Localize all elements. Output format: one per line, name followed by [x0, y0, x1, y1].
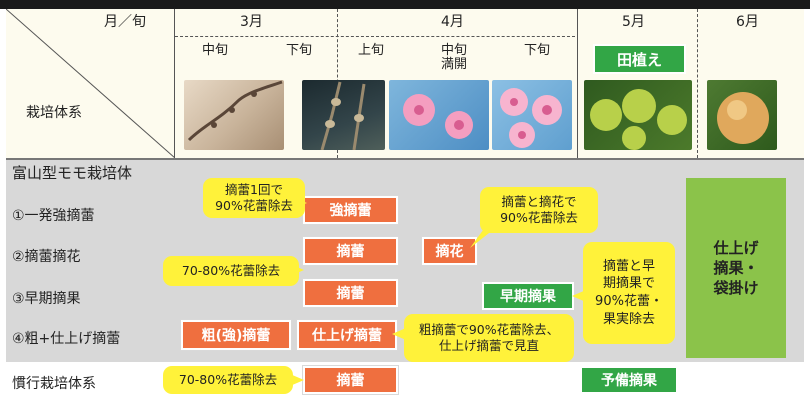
- top-rule: [0, 0, 810, 9]
- callout-70-80-conv-pointer: [290, 374, 304, 386]
- strong-disbud-box: 強摘蕾: [302, 195, 399, 225]
- rough-disbud-box: 粗(強)摘蕾: [180, 319, 292, 351]
- month-may: 5月: [622, 14, 645, 30]
- row-label-3: ③早期摘果: [12, 291, 81, 307]
- col-line-3: [577, 9, 578, 158]
- period-full-bloom: 満開: [441, 57, 468, 72]
- row-label-5: 慣行栽培体系: [12, 376, 96, 392]
- flower-thin-box: 摘花: [421, 236, 478, 266]
- month-april: 4月: [441, 14, 464, 30]
- final-thinning-bagging-label: 仕上げ 摘果・ 袋掛け: [713, 238, 759, 298]
- photo-young-fruit: [584, 80, 692, 150]
- row-label-1: ①一発強摘蕾: [12, 208, 95, 224]
- row-label-4: ④粗+仕上げ摘蕾: [12, 331, 121, 347]
- photo-bud-swell: [302, 80, 385, 150]
- section-title: 富山型モモ栽培体: [12, 164, 133, 182]
- photo-bagging-fruit: [707, 80, 777, 150]
- period-mid-april: 中旬: [441, 43, 468, 58]
- period-early-april: 上旬: [358, 43, 385, 58]
- final-thinning-bagging-box: 仕上げ 摘果・ 袋掛け: [686, 178, 786, 358]
- callout-rough-finish-pointer: [392, 328, 406, 340]
- corner-diagonal: [6, 9, 175, 158]
- callout-one-time-90: 摘蕾1回で 90%花蕾除去: [203, 178, 305, 218]
- month-march: 3月: [240, 14, 263, 30]
- corner-top-label: 月／旬: [104, 14, 146, 30]
- corner-bottom-label: 栽培体系: [26, 105, 82, 121]
- rice-planting-badge: 田植え: [593, 44, 686, 74]
- callout-one-time-pointer: [295, 198, 307, 208]
- month-june: 6月: [736, 14, 759, 30]
- callout-early-pointer: [572, 290, 586, 302]
- period-late-april: 下旬: [524, 43, 551, 58]
- period-mid-march: 中旬: [202, 43, 229, 58]
- col-line-4: [697, 9, 698, 158]
- callout-disbud-flower-90: 摘蕾と摘花で 90%花蕾除去: [480, 187, 598, 233]
- disbud-box-conventional: 摘蕾: [302, 365, 399, 395]
- photo-full-bloom: [492, 80, 572, 150]
- finish-disbud-box: 仕上げ摘蕾: [296, 319, 398, 351]
- callout-early-thin-90: 摘蕾と早 期摘果で 90%花蕾・ 果実除去: [583, 242, 675, 344]
- callout-70-80-row2: 70-80%花蕾除去: [163, 256, 299, 286]
- callout-disbud-flower-pointer: [470, 226, 498, 248]
- disbud-box-row2: 摘蕾: [302, 236, 399, 266]
- photo-dormant-bud: [184, 80, 284, 150]
- disbud-box-row3: 摘蕾: [302, 278, 399, 308]
- header-month-divider: [175, 36, 575, 37]
- conventional-row-bg: [6, 362, 804, 397]
- early-fruit-thin-box: 早期摘果: [482, 282, 574, 310]
- callout-70-80-conventional: 70-80%花蕾除去: [163, 366, 293, 394]
- col-line-1: [174, 9, 175, 158]
- header-bottom-line: [6, 158, 804, 160]
- prelim-fruit-thin-box: 予備摘果: [580, 366, 678, 394]
- photo-flower-early: [389, 80, 489, 150]
- period-late-march: 下旬: [286, 43, 313, 58]
- callout-70-80-row2-pointer: [290, 264, 304, 276]
- row-label-2: ②摘蕾摘花: [12, 249, 81, 265]
- callout-rough-finish: 粗摘蕾で90%花蕾除去、 仕上げ摘蕾で見直: [404, 314, 574, 362]
